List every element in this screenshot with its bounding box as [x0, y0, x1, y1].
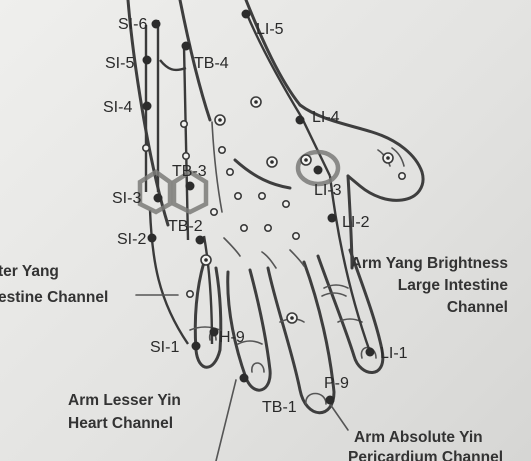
label-si6: SI-6: [118, 16, 147, 33]
point-tb4: [182, 42, 191, 51]
label-li1: LI-1: [380, 345, 408, 362]
channel-small-intestine-line1: ter Yang: [0, 263, 59, 280]
label-si4: SI-4: [103, 99, 132, 116]
label-h9: H-9: [219, 329, 245, 346]
label-li5: LI-5: [256, 21, 284, 38]
label-si5: SI-5: [105, 55, 134, 72]
point-si2: [148, 234, 157, 243]
label-si1: SI-1: [150, 339, 179, 356]
point-h9: [210, 328, 219, 337]
label-si2: SI-2: [117, 231, 146, 248]
channel-large-intestine-line3: Channel: [447, 299, 508, 316]
label-li3: LI-3: [314, 182, 342, 199]
label-si3: SI-3: [112, 190, 141, 207]
label-tb3: TB-3: [172, 163, 207, 180]
point-si5: [143, 56, 152, 65]
label-li2: LI-2: [342, 214, 370, 231]
label-tb2: TB-2: [168, 218, 203, 235]
point-si3: [154, 194, 163, 203]
channel-heart-line1: Arm Lesser Yin: [68, 392, 181, 409]
point-p9: [326, 396, 335, 405]
point-si6: [152, 20, 161, 29]
point-tb3: [186, 182, 195, 191]
label-tb1: TB-1: [262, 399, 297, 416]
channel-large-intestine-line2: Large Intestine: [398, 277, 509, 294]
point-si1: [192, 342, 201, 351]
channel-heart-line2: Heart Channel: [68, 415, 173, 432]
point-li3: [314, 166, 323, 175]
point-li2: [328, 214, 337, 223]
label-tb4: TB-4: [194, 55, 229, 72]
channel-pericardium-line2: Pericardium Channel: [348, 449, 503, 461]
point-si4: [143, 102, 152, 111]
point-li1: [366, 348, 375, 357]
point-tb2: [196, 236, 205, 245]
channel-large-intestine-line1: Arm Yang Brightness: [351, 255, 508, 272]
label-p9: P-9: [324, 375, 349, 392]
channel-pericardium-line1: Arm Absolute Yin: [354, 429, 483, 446]
label-li4: LI-4: [312, 109, 340, 126]
channel-small-intestine-line2: estine Channel: [0, 289, 108, 306]
point-li5: [242, 10, 251, 19]
point-tb1: [240, 374, 249, 383]
point-li4: [296, 116, 305, 125]
